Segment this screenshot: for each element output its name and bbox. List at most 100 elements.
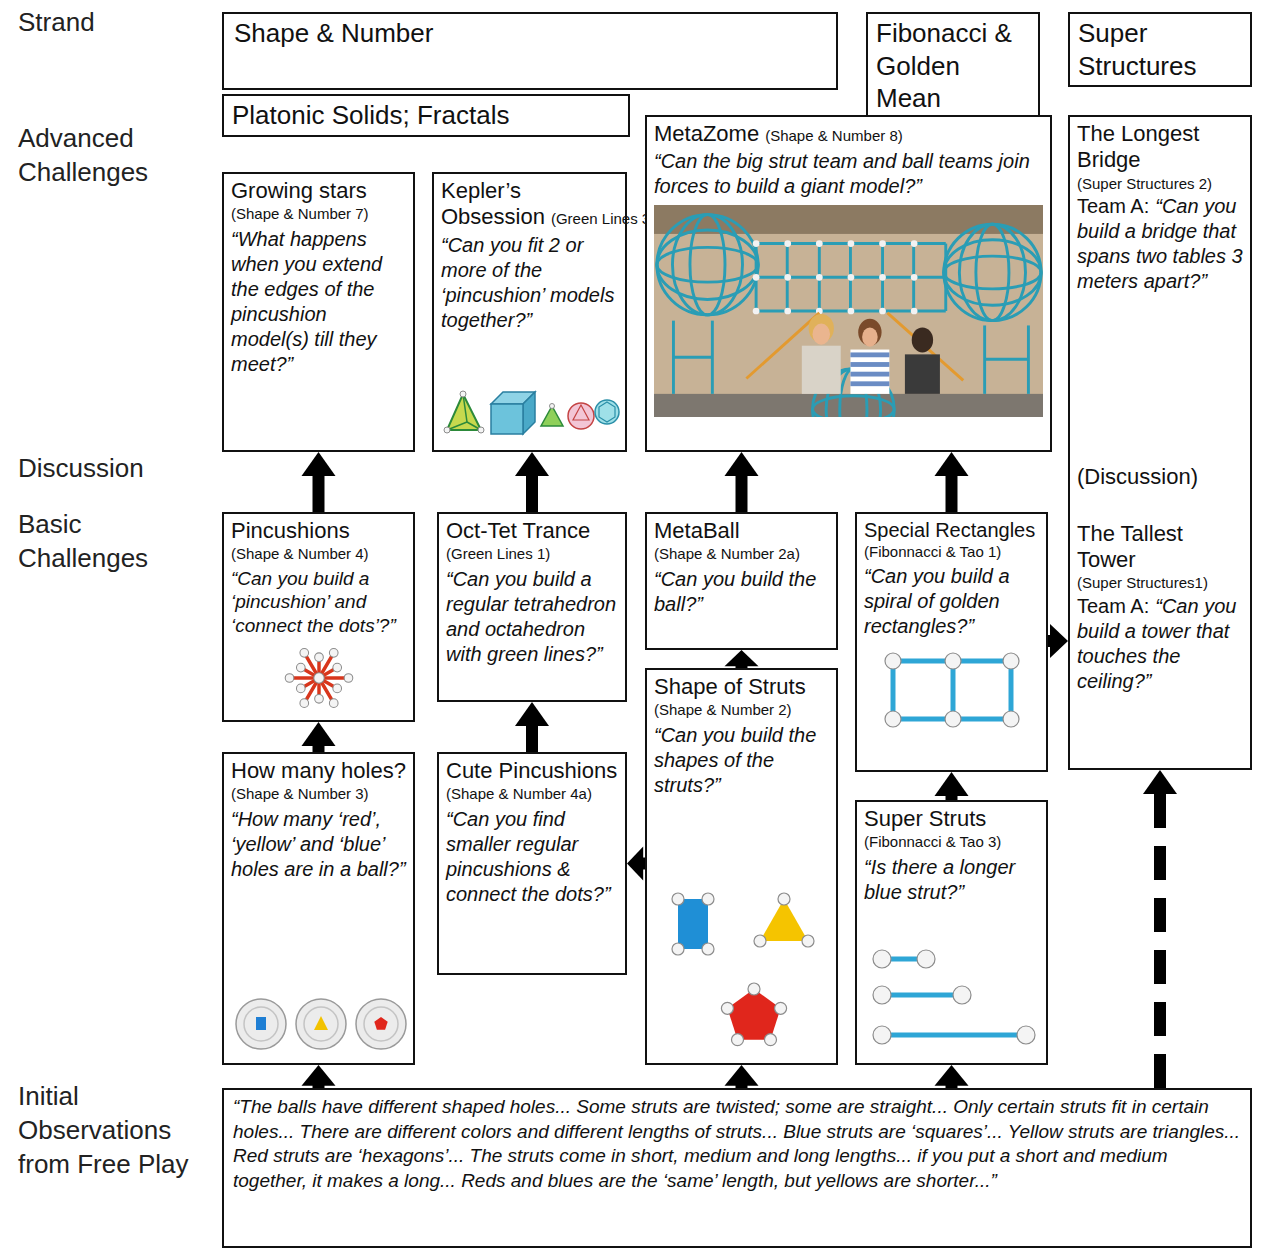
text-row: (Shape & Number 4) (231, 544, 406, 564)
challenge-code: (Fibonnacci & Tao 1) (864, 542, 1001, 562)
row-label: Basic Challenges (18, 508, 208, 576)
box-heading: The Longest Bridge (1077, 121, 1199, 172)
flow-arrow (302, 452, 336, 512)
text-row: “Can you fit 2 or more of the ‘pincushio… (441, 233, 618, 333)
challenge-code: (Shape & Number 3) (231, 784, 369, 804)
arrow-head (935, 452, 969, 476)
text-row: How many holes? (231, 758, 406, 784)
box-heading: Super Struts (864, 806, 986, 831)
text-row: The Tallest Tower (1077, 521, 1243, 574)
arrow-head (725, 1065, 759, 1086)
arrow-shaft (736, 474, 748, 512)
arrow-head (302, 452, 336, 476)
text-row: Super Structures (1078, 17, 1242, 82)
arrow-shaft (313, 474, 325, 512)
text-row: “Can you build the shapes of the struts?… (654, 723, 829, 798)
ball-holes (231, 995, 411, 1053)
challenge-question: “Can you fit 2 or more of the ‘pincushio… (441, 234, 614, 331)
challenge-box: Pincushions(Shape & Number 4) “Can you bu… (222, 512, 415, 722)
box-heading: Kepler’s Obsession (441, 178, 545, 229)
challenge-question: “How many ‘red’, ‘yellow’ and ‘blue’ hol… (231, 808, 406, 880)
text-row: Team A:“Can you build a tower that touch… (1077, 594, 1243, 694)
text-row: Pincushions (231, 518, 406, 544)
flow-arrow (1048, 624, 1068, 658)
text-row: The Longest Bridge (1077, 121, 1243, 174)
discussion-note: (Discussion) (1077, 464, 1198, 489)
flow-arrow (935, 772, 969, 800)
challenge-box: Growing stars(Shape & Number 7) “What hap… (222, 172, 415, 452)
challenge-code: (Super Structures1) (1077, 573, 1208, 593)
strand-title: Platonic Solids; Fractals (232, 100, 509, 130)
text-row: Shape & Number (234, 17, 826, 50)
challenge-question: “Can you build a ‘pincushion’ and ‘conne… (231, 568, 396, 637)
challenge-code: (Green Lines 1) (446, 544, 550, 564)
box-heading: Pincushions (231, 518, 350, 543)
flow-arrow (627, 847, 645, 881)
arrow-head (725, 650, 759, 666)
text-row: “Can you find smaller regular pincushion… (446, 807, 618, 907)
illustration-frame (654, 871, 829, 1057)
strand-title: Fibonacci & Golden Mean (876, 18, 1012, 113)
challenge-box: Oct-Tet Trance(Green Lines 1) “Can you bu… (437, 512, 627, 702)
arrow-head (627, 847, 643, 881)
strut-shapes (654, 877, 834, 1053)
text-row: “What happens when you extend the edges … (231, 227, 406, 377)
arrow-head (935, 1065, 969, 1086)
observation-quote: “The balls have different shaped holes..… (233, 1096, 1240, 1191)
challenge-box: MetaBall(Shape & Number 2a)“Can you buil… (645, 512, 838, 650)
flow-arrow (302, 1065, 336, 1088)
arrow-shaft (526, 724, 538, 752)
challenge-question: “Can you find smaller regular pincushion… (446, 808, 611, 905)
text-row: Cute Pincushions (446, 758, 618, 784)
challenge-question: “Can you build a regular tetrahedron and… (446, 568, 616, 665)
text-row: (Super Structures1) (1077, 573, 1243, 593)
challenge-box: The Longest Bridge(Super Structures 2) Te… (1068, 115, 1252, 770)
metazome-photo (654, 205, 1043, 417)
text-row: Platonic Solids; Fractals (232, 99, 620, 132)
box-heading: How many holes? (231, 758, 406, 783)
pincushion-model (267, 644, 371, 712)
challenge-code: (Shape & Number 4) (231, 544, 369, 564)
challenge-code: (Green Lines 3) (551, 210, 655, 227)
box-heading: MetaZome (654, 121, 759, 146)
text-row: (Discussion) (1077, 463, 1243, 491)
text-row: “Is there a longer blue strut?” (864, 855, 1039, 905)
text-row: (Fibonnacci & Tao 1) (864, 542, 1039, 562)
arrow-head (1143, 770, 1177, 794)
challenge-box: Kepler’s Obsession(Green Lines 3)“Can yo… (432, 172, 627, 452)
challenge-code: (Super Structures 2) (1077, 174, 1212, 194)
row-label: Strand (18, 6, 208, 40)
challenge-box: Shape of Struts(Shape & Number 2)“Can yo… (645, 668, 838, 1065)
text-row: (Shape & Number 4a) (446, 784, 618, 804)
challenge-question: “Can you build a spiral of golden rectan… (864, 565, 1010, 637)
flow-arrow (935, 452, 969, 512)
flow-arrow (1143, 770, 1177, 1088)
strand-box: Shape & Number (222, 12, 838, 90)
team-label: Team A: (1077, 595, 1149, 617)
challenge-code: (Shape & Number 4a) (446, 784, 592, 804)
box-heading: MetaBall (654, 518, 740, 543)
flow-arrow (302, 722, 336, 752)
challenge-code: (Fibonnacci & Tao 3) (864, 832, 1001, 852)
text-row: Fibonacci & Golden Mean (876, 17, 1030, 115)
golden-rectangle-model (877, 645, 1027, 735)
arrow-head (935, 772, 969, 796)
challenge-box: Cute Pincushions(Shape & Number 4a) “Can … (437, 752, 627, 975)
arrow-head (515, 452, 549, 476)
polyhedra-models (441, 380, 621, 440)
strand-box: Super Structures (1068, 12, 1252, 87)
challenge-code: (Shape & Number 7) (231, 204, 369, 224)
challenge-question: “Can the big strut team and ball teams j… (654, 150, 1030, 197)
challenge-box: How many holes?(Shape & Number 3) “How ma… (222, 752, 415, 1065)
challenge-box: Special Rectangles(Fibonnacci & Tao 1)“C… (855, 512, 1048, 772)
box-heading: Growing stars (231, 178, 367, 203)
text-row: Oct-Tet Trance (446, 518, 618, 544)
text-row: “Can the big strut team and ball teams j… (654, 149, 1043, 199)
illustration-frame (864, 937, 1039, 1057)
text-row: Growing stars (231, 178, 406, 204)
box-heading: The Tallest Tower (1077, 521, 1183, 572)
text-row: Shape of Struts (654, 674, 829, 700)
box-heading: Oct-Tet Trance (446, 518, 590, 543)
flow-arrow (725, 650, 759, 668)
illustration-frame (864, 645, 1039, 735)
